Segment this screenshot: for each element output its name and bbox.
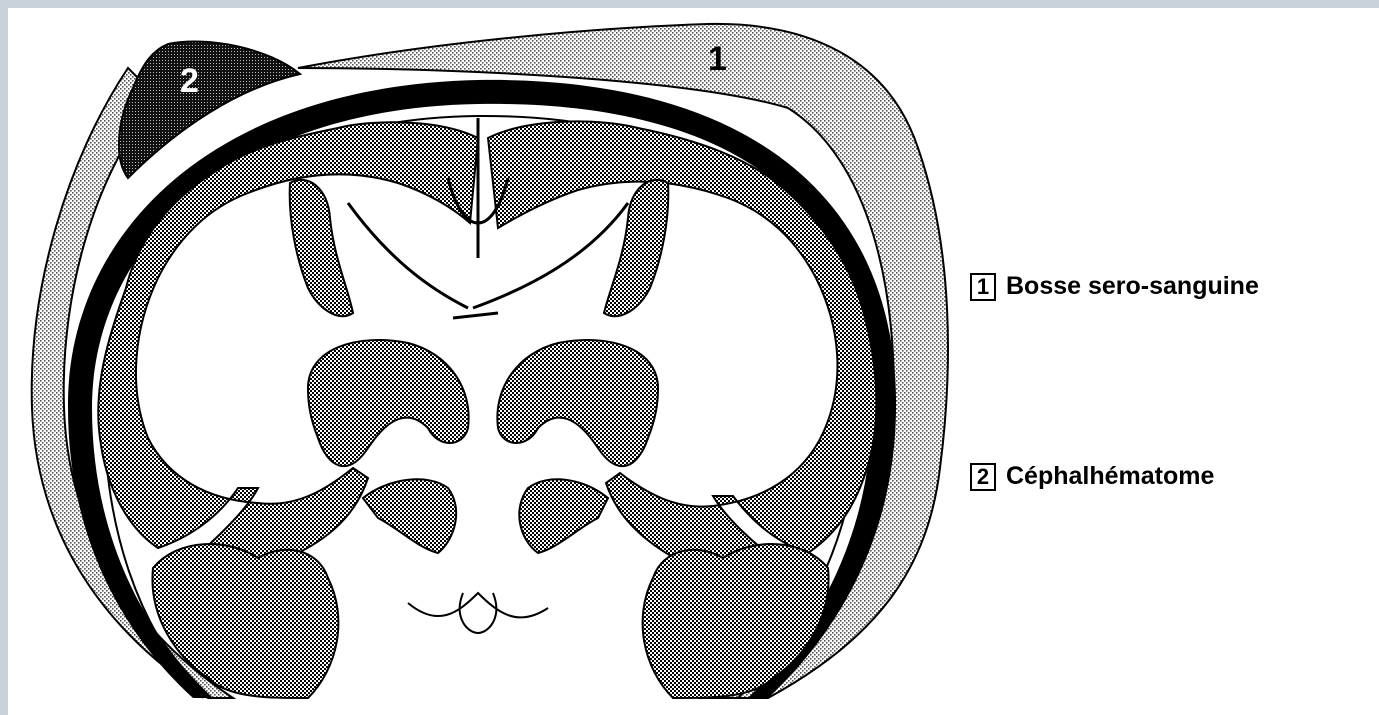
- ventricle-left: [290, 180, 353, 316]
- brainstem: [408, 593, 548, 633]
- legend-item-2: 2 Céphalhématome: [970, 462, 1214, 491]
- caudate-left: [308, 340, 469, 466]
- ventricle-right: [604, 180, 668, 316]
- thalamus-right: [519, 479, 608, 553]
- legend-number-box: 2: [970, 463, 996, 491]
- legend-label: Céphalhématome: [1006, 462, 1214, 491]
- legend-number-box: 1: [970, 273, 996, 301]
- marker-1: 1: [708, 40, 727, 78]
- coronal-head-section: 1 2: [8, 8, 1379, 715]
- caudate-right: [497, 340, 658, 466]
- legend-item-1: 1 Bosse sero-sanguine: [970, 272, 1259, 301]
- thalamus-left: [363, 479, 456, 553]
- legend-label: Bosse sero-sanguine: [1006, 272, 1259, 301]
- figure-frame: 1 2 1 Bosse sero-sanguine 2 Céphalhémato…: [8, 8, 1379, 715]
- marker-2: 2: [180, 62, 199, 100]
